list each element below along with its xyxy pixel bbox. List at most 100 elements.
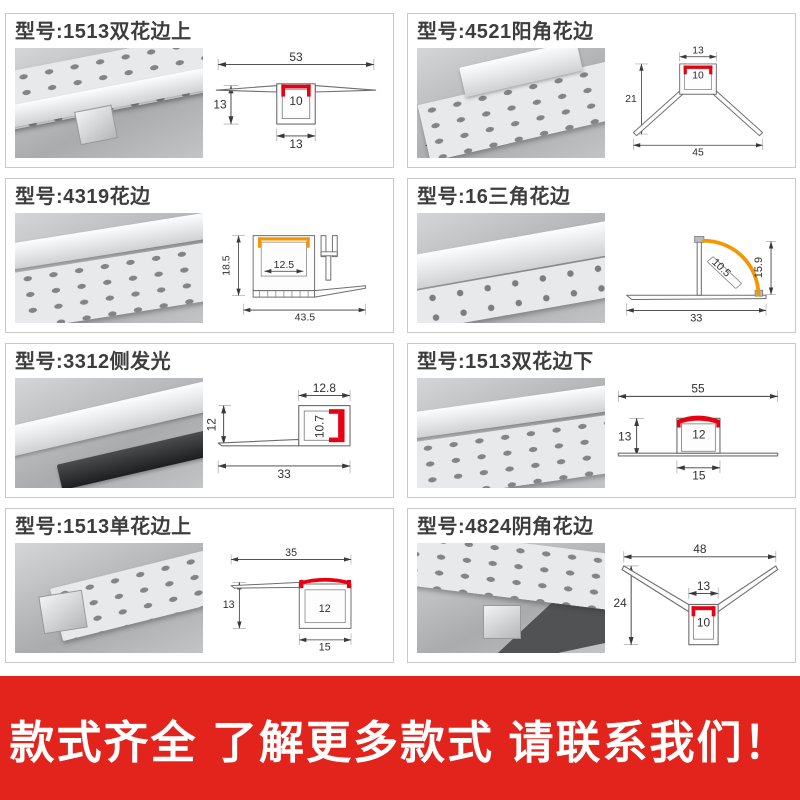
card-content: 35 13 12 15 <box>15 543 384 654</box>
card-content: 13 21 10 45 <box>417 46 786 159</box>
dimension-diagram: 13 21 10 45 <box>610 46 786 159</box>
model-title: 型号:3312侧发光 <box>15 351 172 373</box>
dimension-diagram: 12.8 12 10.7 33 <box>204 378 384 488</box>
dim-label-top: 55 <box>691 382 705 396</box>
dim-label-inner: 10 <box>289 94 303 108</box>
dimension-lines <box>626 241 777 316</box>
cross-section-drawing: 18.5 12.5 43.5 <box>221 235 367 324</box>
cross-section-drawing: 10.5 15.9 33 <box>626 236 777 324</box>
product-card-4824-inner-corner: 型号:4824阴角花边 <box>407 508 796 663</box>
led-strip <box>281 84 311 97</box>
led-channel-orange <box>257 237 310 248</box>
model-title: 型号:4319花边 <box>15 186 151 208</box>
model-title: 型号:4521阳角花边 <box>417 21 594 43</box>
led-strip <box>691 606 716 617</box>
cross-section-drawing: 55 13 12 15 <box>617 382 779 483</box>
cross-section-drawing: 13 21 10 45 <box>625 46 764 159</box>
dim-label-bottom: 43.5 <box>295 312 316 324</box>
cross-section-drawing: 12.8 12 10.7 33 <box>204 381 351 481</box>
dim-label-inner: 10.7 <box>312 415 326 439</box>
dim-label-inner: 12 <box>319 603 331 615</box>
dim-label-left: 13 <box>618 429 632 443</box>
led-cover <box>299 577 351 589</box>
dim-label-inner: 12.5 <box>274 259 295 271</box>
profile-outline <box>230 581 352 629</box>
dim-label-outer: 13 <box>697 579 711 593</box>
profile-outline <box>617 417 779 457</box>
dim-label-top: 13 <box>692 46 704 57</box>
profile-outline <box>632 63 764 137</box>
product-card-16-triangle: 型号:16三角花边 <box>407 178 796 333</box>
dim-label-left: 24 <box>614 596 628 610</box>
dimension-diagram: 53 13 10 13 <box>208 48 384 158</box>
cross-section-drawing: 48 24 13 10 <box>614 542 779 646</box>
led-strip <box>328 409 345 443</box>
card-content: 12.8 12 10.7 33 <box>15 378 384 488</box>
model-title: 型号:1513双花边上 <box>15 21 192 43</box>
profile-outline <box>626 236 767 300</box>
led-arc-orange <box>701 238 761 297</box>
dim-label-inner: 10 <box>692 70 704 81</box>
product-card-4319-trim: 型号:4319花边 <box>5 178 394 333</box>
dim-label-left: 12 <box>204 418 218 432</box>
card-content: 48 24 13 10 <box>417 542 786 653</box>
dim-label-bottom: 45 <box>692 148 704 159</box>
card-content: 53 13 10 13 <box>15 48 384 158</box>
product-card-1513-double-top: 型号:1513双花边上 <box>5 13 394 168</box>
dim-label-left: 13 <box>213 97 227 111</box>
product-photo <box>15 48 203 158</box>
led-cover <box>676 415 720 428</box>
dim-label-right: 15.9 <box>753 257 765 278</box>
dim-label-inner: 12 <box>692 427 706 441</box>
profile-outline <box>621 565 779 646</box>
channel-box-render <box>74 104 118 146</box>
dim-label-bottom: 15 <box>692 469 706 483</box>
cross-section-drawing: 35 13 12 15 <box>223 547 352 654</box>
product-photo <box>15 378 203 488</box>
product-card-1513-single-top: 型号:1513单花边上 <box>5 508 394 663</box>
dim-label-bottom: 13 <box>289 137 303 151</box>
product-card-4521-outer-corner: 型号:4521阳角花边 <box>407 13 796 168</box>
dim-label-bottom: 33 <box>277 467 291 481</box>
product-photo <box>15 543 203 653</box>
dimension-diagram: 18.5 12.5 43.5 <box>208 213 384 324</box>
promo-banner-text: 款式齐全 了解更多款式 请联系我们！ <box>9 716 791 768</box>
dim-label-bottom: 33 <box>690 312 702 324</box>
product-photo <box>417 378 605 488</box>
dimension-diagram: 10.5 15.9 33 <box>610 213 786 324</box>
dimension-diagram: 55 13 12 15 <box>610 378 786 488</box>
channel-box-render <box>38 589 88 635</box>
product-card-1513-double-bottom: 型号:1513双花边下 <box>407 343 796 498</box>
product-photo <box>417 213 605 323</box>
promo-banner: 款式齐全 了解更多款式 请联系我们！ <box>0 676 800 800</box>
dim-label-top: 48 <box>693 542 707 556</box>
model-title: 型号:4824阴角花边 <box>417 516 594 538</box>
model-title: 型号:1513双花边下 <box>417 351 594 373</box>
card-content: 55 13 12 15 <box>417 378 786 488</box>
cross-section-drawing: 53 13 10 13 <box>213 50 377 151</box>
channel-box-render <box>483 605 521 639</box>
profile-outline <box>252 235 367 298</box>
dim-label-left: 21 <box>625 94 637 105</box>
dim-label-slot: 10.5 <box>709 256 733 279</box>
model-title: 型号:16三角花边 <box>417 186 571 208</box>
card-content: 18.5 12.5 43.5 <box>15 213 384 324</box>
dim-label-bottom: 15 <box>319 642 331 654</box>
led-strip <box>683 65 713 75</box>
product-catalog-grid: 型号:1513双花边上 <box>5 13 796 663</box>
dim-label-left: 13 <box>223 599 235 611</box>
product-photo <box>15 213 203 323</box>
dim-label-inner: 10 <box>697 615 711 629</box>
card-content: 10.5 15.9 33 <box>417 213 786 324</box>
model-title: 型号:1513单花边上 <box>15 516 192 538</box>
dimension-diagram: 48 24 13 10 <box>610 542 786 653</box>
dim-label-left: 18.5 <box>221 255 233 276</box>
product-photo <box>417 543 605 653</box>
dim-label-top: 12.8 <box>313 381 337 395</box>
dimension-diagram: 35 13 12 15 <box>208 543 384 654</box>
dim-label-top: 53 <box>289 50 303 64</box>
dimension-lines <box>232 235 366 315</box>
dim-label-top: 35 <box>285 547 297 559</box>
product-card-3312-side-emitting: 型号:3312侧发光 <box>5 343 394 498</box>
product-photo <box>417 48 605 158</box>
